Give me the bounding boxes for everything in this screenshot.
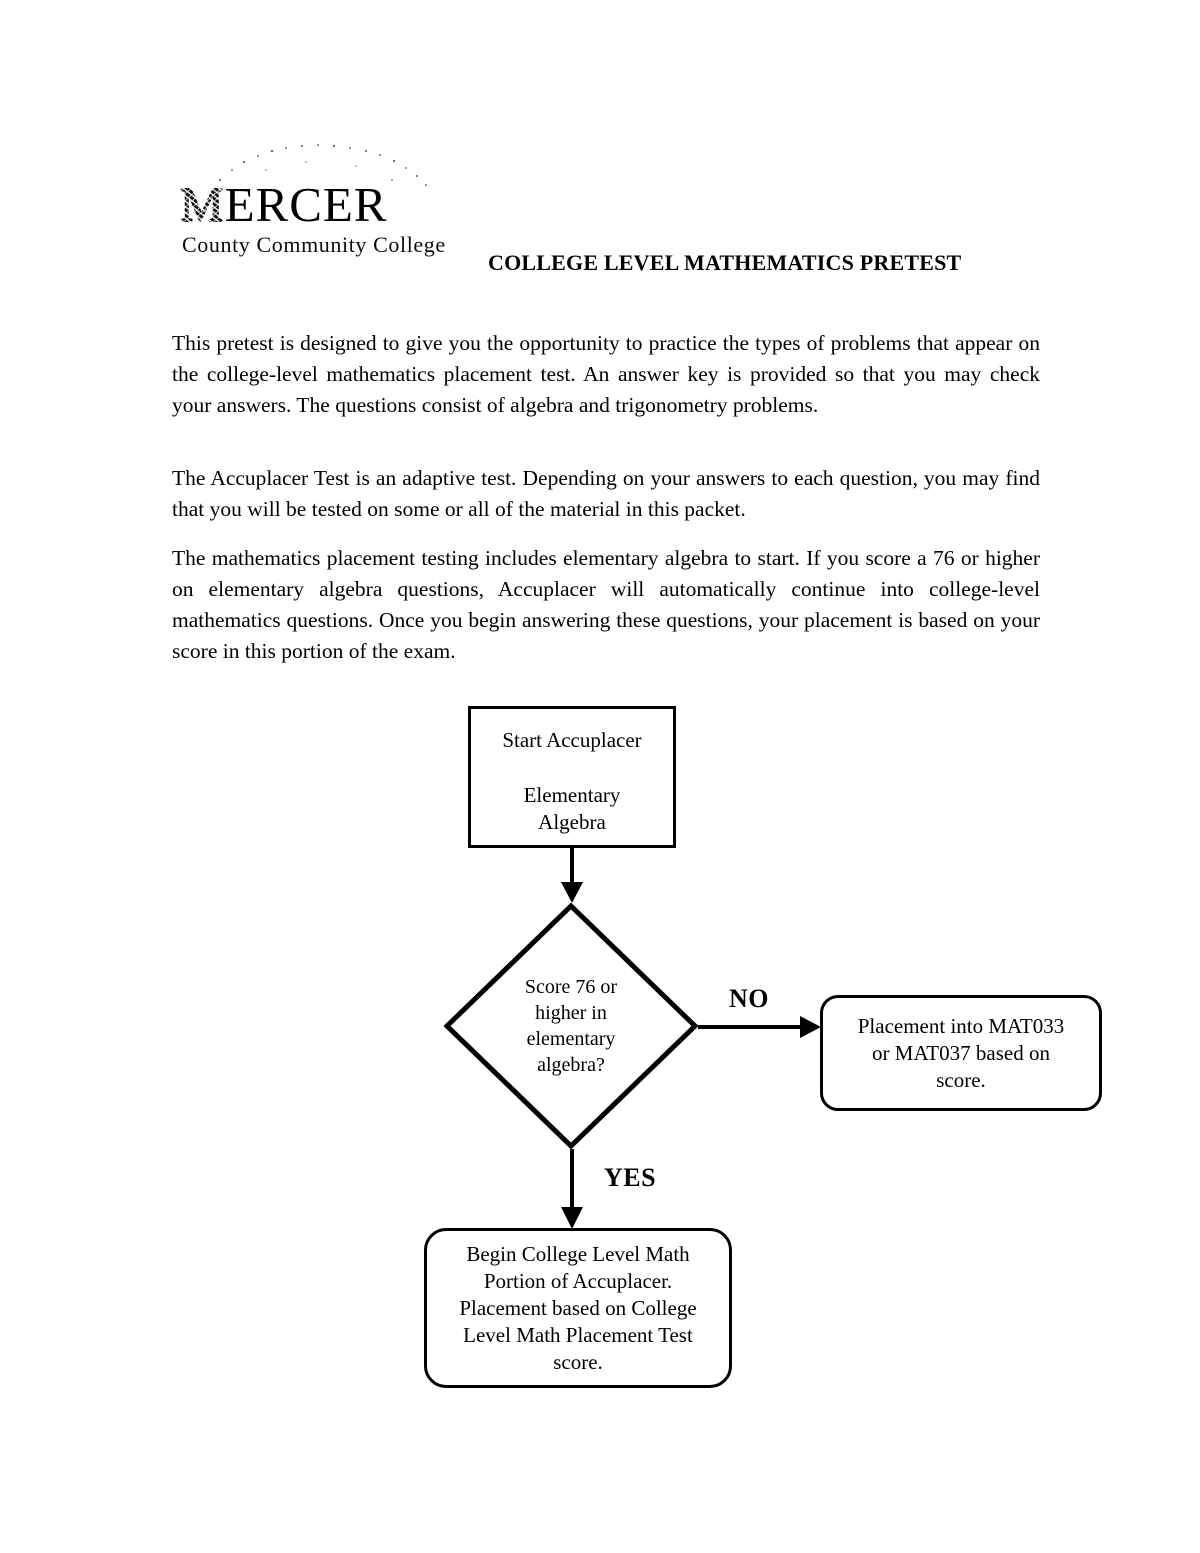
node-yes-result-line-2: Portion of Accuplacer. — [483, 1268, 673, 1293]
node-yes-result-line-4: Level Math Placement Test — [463, 1322, 693, 1347]
edge-decision-to-no-result — [698, 1016, 821, 1038]
intro-paragraph-2: The Accuplacer Test is an adaptive test.… — [172, 465, 1040, 521]
node-decision-line-4: algebra? — [537, 1054, 605, 1076]
decision-text: Score 76 or higher in elementary algebra… — [496, 974, 646, 1078]
intro-paragraph-1: This pretest is designed to give you the… — [172, 330, 1040, 417]
node-start-line-1: Start Accuplacer — [502, 728, 642, 752]
node-yes-result-line-1: Begin College Level Math — [466, 1241, 690, 1266]
flowchart-node-start-accuplacer[interactable]: Start Accuplacer Elementary Algebra — [468, 706, 676, 848]
edge-start-to-decision — [561, 848, 583, 903]
intro-paragraph-3: The mathematics placement testing includ… — [172, 545, 1040, 663]
logo-wordmark: MERCER — [180, 180, 388, 229]
node-no-result-line-3: score. — [936, 1067, 986, 1092]
node-decision-line-1: Score 76 or — [524, 976, 618, 998]
node-decision-line-2: higher in — [535, 1002, 607, 1024]
node-no-result-line-1: Placement into MAT033 — [857, 1013, 1065, 1038]
college-logo: MERCER County Community College — [176, 140, 446, 260]
node-decision-line-3: elementary — [526, 1028, 616, 1050]
flowchart-node-placement-mat033-mat037[interactable]: Placement into MAT033 or MAT037 based on… — [820, 995, 1102, 1111]
flowchart-node-decision-score-76[interactable]: Score 76 or higher in elementary algebra… — [444, 903, 698, 1149]
logo-tagline: County Community College — [182, 232, 446, 257]
page-title: COLLEGE LEVEL MATHEMATICS PRETEST — [488, 250, 962, 275]
node-start-line-3: Algebra — [538, 810, 606, 834]
node-no-result-line-2: or MAT037 based on — [872, 1040, 1050, 1065]
decision-diamond-shape — [444, 903, 698, 1149]
node-start-line-2: Elementary — [523, 783, 621, 807]
logo-wordmark-rest: ERCER — [224, 177, 388, 232]
edge-label-no: NO — [729, 984, 769, 1013]
edge-decision-to-yes-result — [561, 1149, 583, 1229]
node-yes-result-line-3: Placement based on College — [459, 1295, 697, 1320]
edge-label-yes: YES — [604, 1163, 657, 1192]
node-yes-result-line-5: score. — [553, 1349, 603, 1374]
flowchart-node-begin-college-level-math[interactable]: Begin College Level Math Portion of Accu… — [424, 1228, 732, 1388]
logo-initial-m: M — [180, 177, 225, 232]
